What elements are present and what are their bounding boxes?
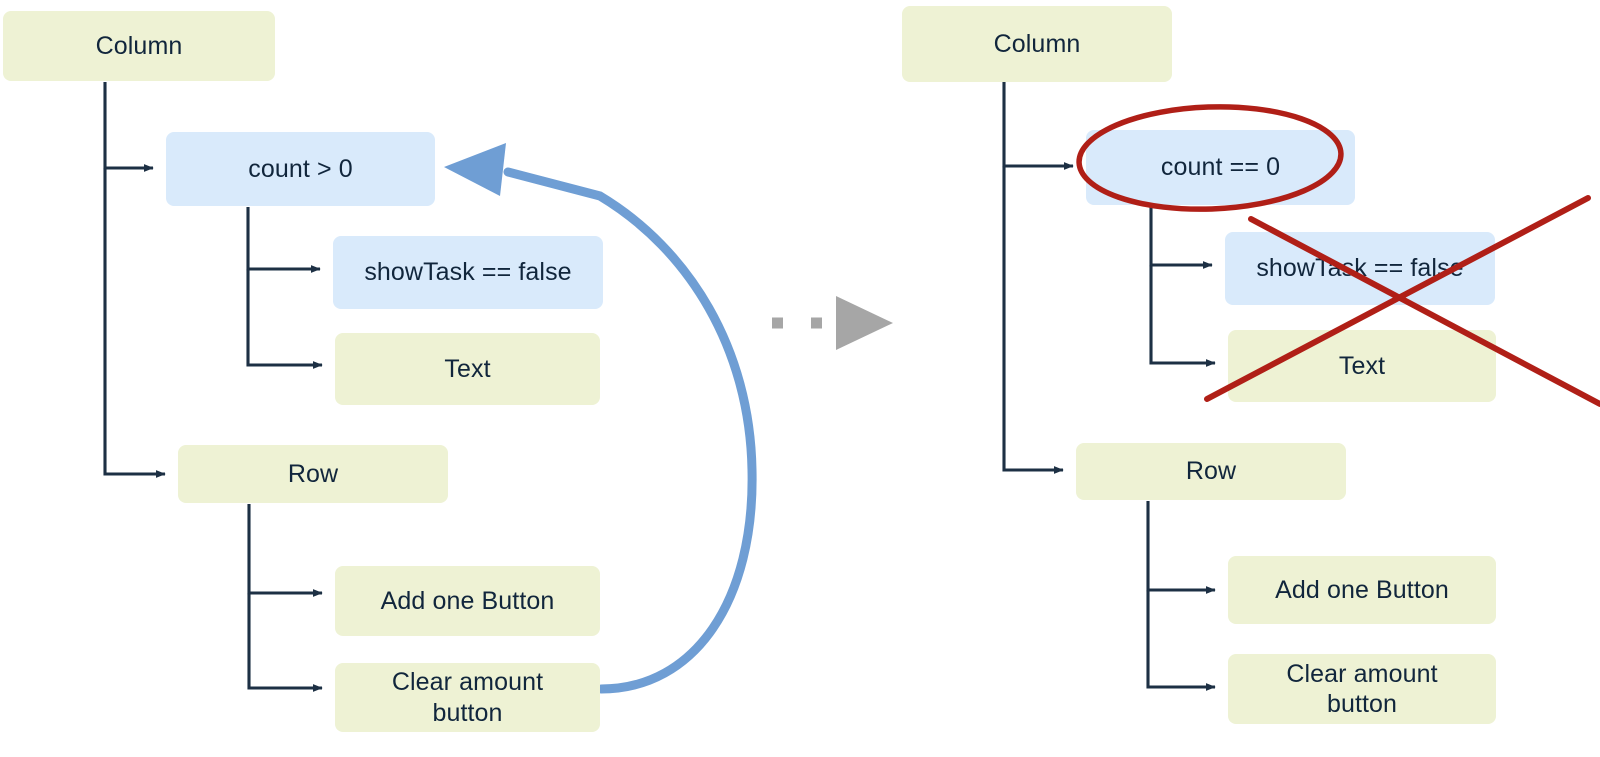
before-node-text[interactable]: Text xyxy=(335,333,600,405)
after-edge-column-to-count xyxy=(1002,82,1074,170)
node-label: Row xyxy=(1185,457,1237,486)
after-edge-count-to-showtask xyxy=(1149,206,1213,269)
before-edge-column-to-row xyxy=(103,168,166,478)
node-label: showTask == false xyxy=(1256,254,1464,283)
node-label: Row xyxy=(287,459,339,488)
after-edge-count-to-text xyxy=(1149,265,1216,367)
node-label: Add one Button xyxy=(380,586,555,615)
node-label: Clear amount button xyxy=(391,668,544,727)
after-node-column[interactable]: Column xyxy=(902,6,1172,82)
before-edge-count-to-text xyxy=(246,269,323,369)
before-node-count-condition[interactable]: count > 0 xyxy=(166,132,435,206)
before-edge-row-to-clearamount xyxy=(247,593,323,692)
before-node-row[interactable]: Row xyxy=(178,445,448,503)
before-edge-column-to-count xyxy=(103,82,154,172)
node-label: Column xyxy=(95,31,183,60)
node-label: Text xyxy=(1338,351,1386,380)
node-label: Column xyxy=(993,29,1081,58)
before-node-showtask-condition[interactable]: showTask == false xyxy=(333,236,603,309)
node-label: Clear amount button xyxy=(1286,659,1438,719)
node-label: Add one Button xyxy=(1275,575,1449,604)
after-edge-column-to-row xyxy=(1002,166,1064,474)
after-node-count-condition[interactable]: count == 0 xyxy=(1086,130,1355,205)
state-transition-arrow xyxy=(772,296,893,350)
after-node-text[interactable]: Text xyxy=(1228,330,1496,402)
before-node-clear-amount-button[interactable]: Clear amount button xyxy=(335,663,600,732)
after-edge-row-to-addone xyxy=(1146,501,1216,594)
after-node-add-one-button[interactable]: Add one Button xyxy=(1228,556,1496,624)
after-edge-row-to-clearamount xyxy=(1146,590,1216,691)
node-label: count > 0 xyxy=(248,154,353,183)
before-edge-count-to-showtask xyxy=(246,207,321,273)
node-label: showTask == false xyxy=(364,258,572,287)
before-edge-row-to-addone xyxy=(247,504,323,597)
after-node-row[interactable]: Row xyxy=(1076,443,1346,500)
after-node-clear-amount-button[interactable]: Clear amount button xyxy=(1228,654,1496,724)
before-node-column[interactable]: Column xyxy=(3,11,275,81)
before-node-add-one-button[interactable]: Add one Button xyxy=(335,566,600,636)
after-node-showtask-condition[interactable]: showTask == false xyxy=(1225,232,1495,305)
node-label: count == 0 xyxy=(1160,153,1281,182)
node-label: Text xyxy=(444,354,491,383)
